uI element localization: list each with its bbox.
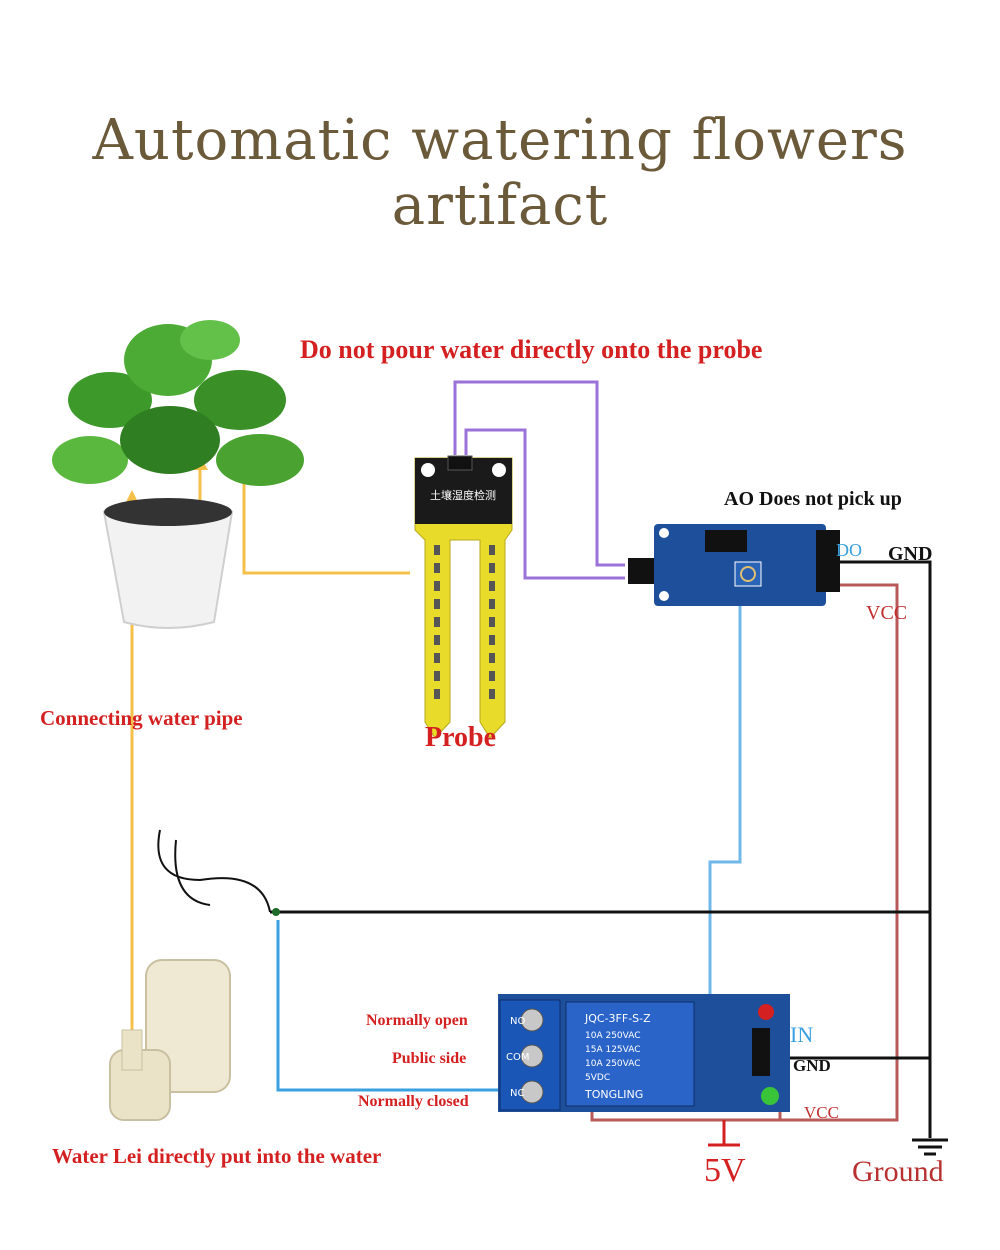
relay-spec2: 15A 125VAC [585,1045,641,1055]
ao-note-label: AO Does not pick up [724,488,902,510]
probe-label: Probe [425,722,497,753]
pump-label: Water Lei directly put into the water [52,1144,382,1168]
five-v-symbol [708,1120,740,1147]
relay-spec4: 5VDC [585,1073,610,1083]
relay-terminal-com: COM [506,1052,529,1063]
ground-label: Ground [852,1155,944,1188]
relay-terminal-no: NO [510,1016,525,1027]
page-title: Automatic watering flowers artifact [92,108,908,238]
relay-model-text: JQC-3FF-S-Z [584,1012,651,1025]
public-side-label: Public side [392,1050,467,1067]
sensor-gnd-label: GND [888,543,933,565]
potted-plant [52,320,304,629]
five-v-label: 5V [704,1152,746,1189]
relay-terminal-nc: NC [510,1088,524,1099]
relay-gnd-label: GND [793,1056,831,1075]
sensor-vcc-label: VCC [866,602,908,624]
relay-brand-text: TONGLING [584,1088,643,1101]
warning-label: Do not pour water directly onto the prob… [300,335,763,364]
ground-symbol [912,1138,948,1156]
relay-spec1: 10A 250VAC [585,1031,641,1041]
pump-signal-wire [276,920,520,1092]
normally-open-label: Normally open [366,1012,468,1029]
water-pump [109,829,280,1121]
relay-in-label: IN [790,1022,814,1047]
pipe-label: Connecting water pipe [40,706,243,730]
signal-wire [708,546,820,1032]
soil-probe: 土壤湿度检测 [414,455,513,739]
gnd-wire [840,560,932,1138]
purple-wires [453,380,625,580]
relay-module: JQC-3FF-S-Z 10A 250VAC 15A 125VAC 10A 25… [498,994,790,1112]
relay-spec3: 10A 250VAC [585,1059,641,1069]
moisture-sensor-module [628,524,840,606]
normally-closed-label: Normally closed [358,1093,469,1110]
relay-vcc-label: VCC [804,1103,839,1122]
do-label: DO [836,540,862,560]
probe-board-text: 土壤湿度检测 [430,488,496,502]
